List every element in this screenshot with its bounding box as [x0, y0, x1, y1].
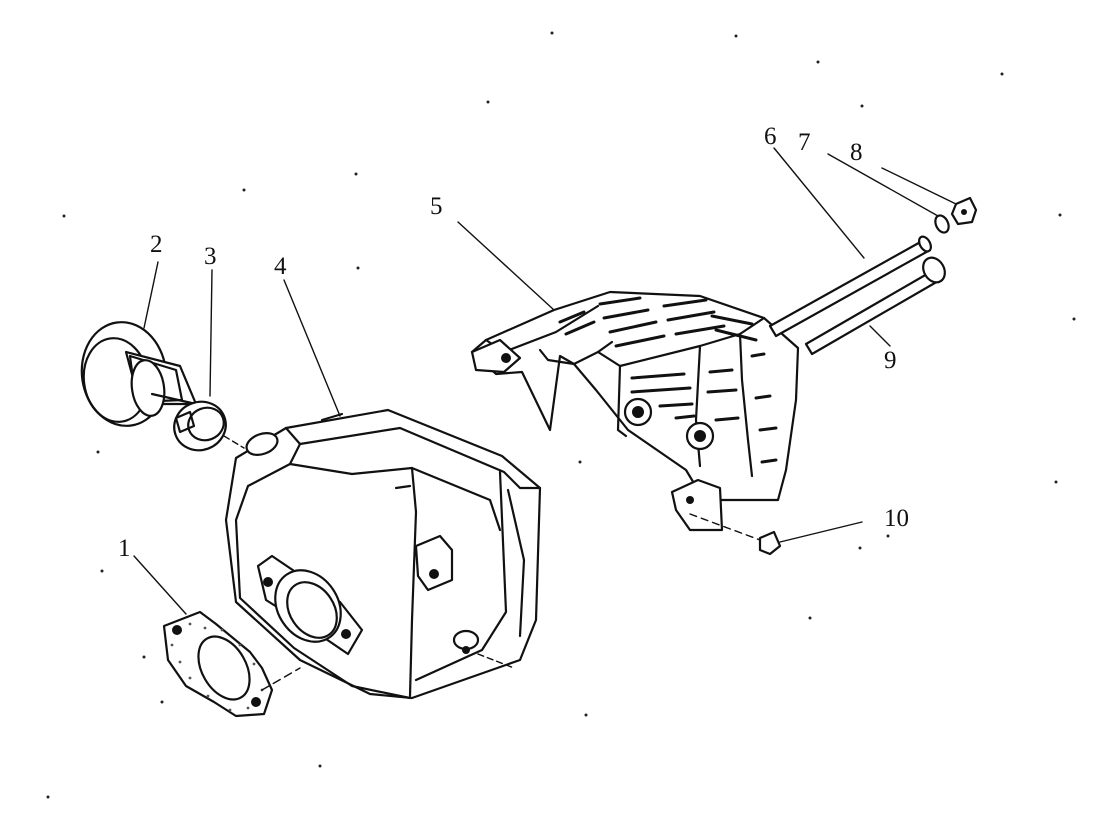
gasket-part — [162, 610, 301, 718]
nut-part — [950, 196, 978, 226]
leader-lines — [133, 147, 957, 615]
leader-line-1 — [133, 555, 187, 615]
callout-5: 5 — [430, 193, 443, 220]
long-bolt-upper-part — [768, 235, 932, 338]
callout-3: 3 — [204, 243, 217, 270]
washer-part — [934, 214, 950, 234]
tailpipe-part — [80, 321, 198, 427]
leader-line-4 — [283, 279, 341, 417]
leader-line-6-7 — [773, 147, 865, 259]
leader-line-10 — [779, 521, 863, 543]
callout-2: 2 — [150, 231, 163, 258]
leader-line-5 — [457, 221, 555, 311]
leader-line-7 — [827, 153, 939, 217]
callout-4: 4 — [274, 253, 287, 280]
muffler-body-part — [224, 408, 542, 700]
callout-10: 10 — [884, 505, 909, 532]
leader-line-3 — [209, 269, 213, 397]
callout-1: 1 — [118, 535, 131, 562]
clamp-part — [173, 400, 245, 452]
callout-9: 9 — [884, 347, 897, 374]
small-screw-part — [689, 513, 782, 556]
callout-8: 8 — [850, 139, 863, 166]
leader-line-9 — [869, 325, 891, 347]
leader-line-2 — [143, 261, 159, 329]
long-bolt-lower-part — [804, 256, 946, 356]
callout-7: 7 — [798, 129, 811, 156]
background-specks — [46, 31, 1076, 799]
leader-line-8 — [881, 167, 957, 205]
callout-labels: 1 2 3 4 5 6 7 8 9 10 — [118, 123, 909, 562]
callout-6: 6 — [764, 123, 777, 150]
heat-shield-part — [470, 290, 800, 532]
